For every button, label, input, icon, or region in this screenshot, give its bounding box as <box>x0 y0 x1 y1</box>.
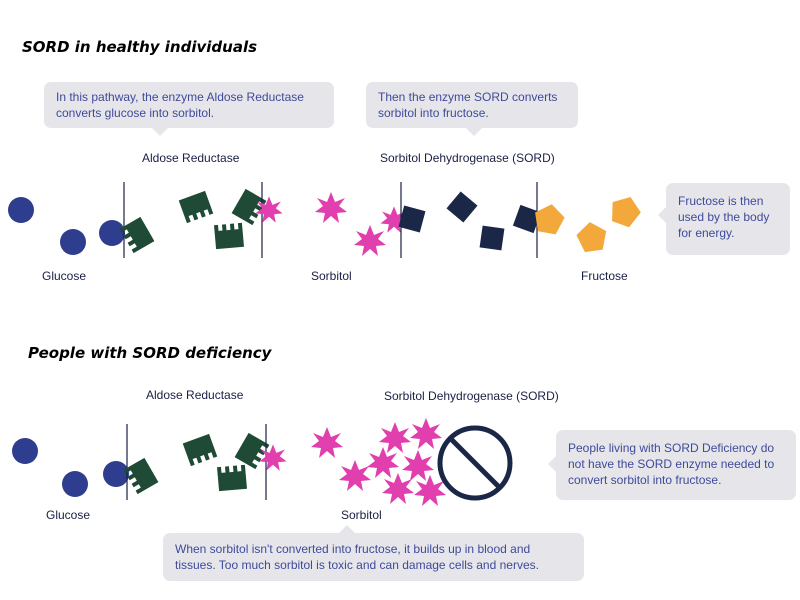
sorbitol-molecule <box>410 418 442 449</box>
healthy-sord-label: Sorbitol Dehydrogenase (SORD) <box>380 151 555 165</box>
sorbitol-molecule <box>414 475 446 506</box>
aldose-reductase-enzyme <box>214 222 244 250</box>
no-sord-enzyme-icon <box>437 425 513 501</box>
fructose-callout-text: Fructose is then used by the body for en… <box>678 194 770 240</box>
fructose-molecule <box>574 220 609 253</box>
glucose-molecule <box>99 220 125 246</box>
sorbitol-molecule <box>354 225 386 256</box>
healthy-section-title: SORD in healthy individuals <box>22 38 258 56</box>
glucose-molecule <box>12 438 38 464</box>
glucose-molecule <box>62 471 88 497</box>
aldose-reductase-enzyme <box>217 464 247 492</box>
healthy-fructose-label: Fructose <box>581 269 628 283</box>
sord-deficiency-callout: People living with SORD Deficiency do no… <box>548 430 796 500</box>
sorbitol-molecule <box>315 192 347 223</box>
sorbitol-molecule <box>259 444 287 471</box>
sorbitol-molecule <box>382 473 414 504</box>
sord-callout-text: Then the enzyme SORD converts sorbitol i… <box>378 90 558 120</box>
sord-callout: Then the enzyme SORD converts sorbitol i… <box>366 82 578 136</box>
aldose-reductase-enzyme <box>231 188 267 226</box>
deficiency-sord-label: Sorbitol Dehydrogenase (SORD) <box>384 389 559 403</box>
sorbitol-molecule <box>367 447 399 478</box>
sorbitol-buildup-callout-text: When sorbitol isn't converted into fruct… <box>175 542 539 572</box>
sorbitol-molecule <box>311 427 343 458</box>
healthy-glucose-label: Glucose <box>42 269 87 283</box>
fructose-molecule <box>606 191 645 230</box>
sord-deficiency-callout-text: People living with SORD Deficiency do no… <box>568 441 775 487</box>
glucose-molecule <box>8 197 34 223</box>
deficiency-aldose-reductase-label: Aldose Reductase <box>146 388 244 402</box>
sord-enzyme <box>398 205 426 233</box>
sord-enzyme <box>446 191 478 223</box>
deficiency-sorbitol-label: Sorbitol <box>341 508 382 522</box>
aldose-reductase-enzyme <box>182 433 218 467</box>
healthy-aldose-reductase-label: Aldose Reductase <box>142 151 240 165</box>
aldose-reductase-callout-text: In this pathway, the enzyme Aldose Reduc… <box>56 90 304 120</box>
sorbitol-molecule <box>339 460 371 491</box>
fructose-callout: Fructose is then used by the body for en… <box>658 183 790 255</box>
deficiency-glucose-label: Glucose <box>46 508 91 522</box>
sorbitol-molecule <box>402 450 434 481</box>
aldose-reductase-enzyme <box>178 190 214 224</box>
sorbitol-molecule <box>379 422 411 453</box>
aldose-reductase-callout: In this pathway, the enzyme Aldose Reduc… <box>44 82 334 136</box>
sord-enzyme <box>479 225 505 251</box>
healthy-sorbitol-label: Sorbitol <box>311 269 352 283</box>
sorbitol-buildup-callout: When sorbitol isn't converted into fruct… <box>163 525 584 581</box>
glucose-molecule <box>103 461 129 487</box>
glucose-molecule <box>60 229 86 255</box>
deficiency-section-title: People with SORD deficiency <box>28 344 272 362</box>
